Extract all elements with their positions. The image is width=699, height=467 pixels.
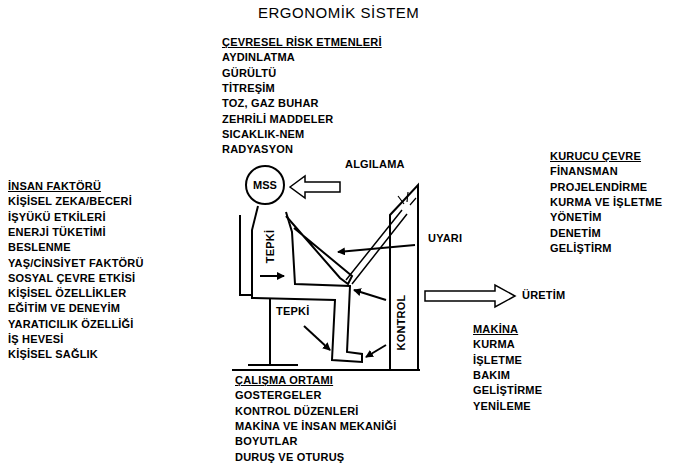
list-item: ALGILAMA [345, 158, 405, 171]
head-circle: MSS [245, 165, 285, 205]
production-arrow [425, 285, 515, 307]
list-item: DURUŞ VE OTURUŞ [235, 451, 344, 464]
floor-line [232, 369, 420, 371]
list-item: AYDINLATMA [222, 51, 295, 64]
list-item: ÜRETİM [522, 289, 565, 302]
spark [398, 192, 416, 205]
group-heading: ÇEVRESEL RİSK ETMENLERİ [222, 36, 382, 49]
list-item: UYARI [428, 232, 462, 245]
list-item: GELİŞTİRM [550, 242, 612, 255]
list-item: FİNANSMAN [550, 165, 618, 178]
control-arrow [354, 290, 386, 300]
list-item: TOZ, GAZ BUHAR [222, 97, 319, 110]
list-item: ENERJİ TÜKETİMİ [8, 226, 106, 239]
vertical-label: TEPKİ [265, 229, 278, 262]
list-item: YAŞ/CİNSİYET FAKTÖRÜ [8, 257, 144, 270]
perception-arrow [290, 176, 340, 198]
list-item: GELİŞTİRME [473, 384, 542, 397]
control-panel [390, 185, 418, 370]
list-item: RADYASYON [222, 143, 293, 156]
list-item: BESLENME [8, 241, 71, 254]
group-heading: KURUCU ÇEVRE [550, 150, 641, 163]
list-item: GOSTERGELER [235, 389, 322, 402]
list-item: TEPKİ [276, 305, 309, 318]
list-item: SOSYAL ÇEVRE ETKİSİ [8, 272, 135, 285]
list-item: BOYUTLAR [235, 435, 298, 448]
list-item: YENİLEME [473, 400, 531, 413]
list-item: İŞ HEVESİ [8, 333, 64, 346]
node-label: MSS [253, 179, 277, 191]
list-item: KONTROL DÜZENLERİ [235, 405, 359, 418]
list-item: DENETİM [550, 227, 601, 240]
control-arrow [366, 345, 386, 357]
list-item: İŞLETME [473, 354, 522, 367]
group-heading: ÇALIŞMA ORTAMI [235, 374, 333, 387]
list-item: KİŞİSEL SAĞLIK [8, 348, 98, 361]
list-item: İŞYÜKÜ ETKİLERİ [8, 211, 106, 224]
list-item: KİŞİSEL ZEKA/BECERİ [8, 195, 132, 208]
group-heading: MAKİNA [473, 323, 518, 336]
list-item: MAKİNA VE İNSAN MEKANİĞİ [235, 420, 396, 433]
diagram-title: ERGONOMİK SİSTEM [258, 4, 419, 21]
warning-arrow [338, 245, 415, 252]
list-item: TİTREŞİM [222, 82, 275, 95]
list-item: YÖNETİM [550, 211, 602, 224]
arm-outline [286, 216, 352, 284]
list-item: EĞİTİM VE DENEYİM [8, 302, 120, 315]
list-item: BAKIM [473, 369, 510, 382]
body-outline [252, 206, 362, 362]
list-item: ZEHRİLİ MADDELER [222, 113, 333, 126]
list-item: YARATICILIK ÖZELLİĞİ [8, 318, 134, 331]
reaction-arrow [304, 326, 330, 350]
vertical-label: KONTROL [395, 294, 408, 350]
list-item: GÜRÜLTÜ [222, 67, 276, 80]
list-item: KURMA VE İŞLETME [550, 196, 662, 209]
list-item: KURMA [473, 338, 515, 351]
group-heading: İNSAN FAKTÖRÜ [8, 180, 101, 193]
reaction-arrow [260, 275, 284, 277]
list-item: PROJELENDİRME [550, 181, 647, 194]
list-item: SICAKLIK-NEM [222, 128, 304, 141]
list-item: KİŞİSEL ÖZELLİKLER [8, 287, 126, 300]
